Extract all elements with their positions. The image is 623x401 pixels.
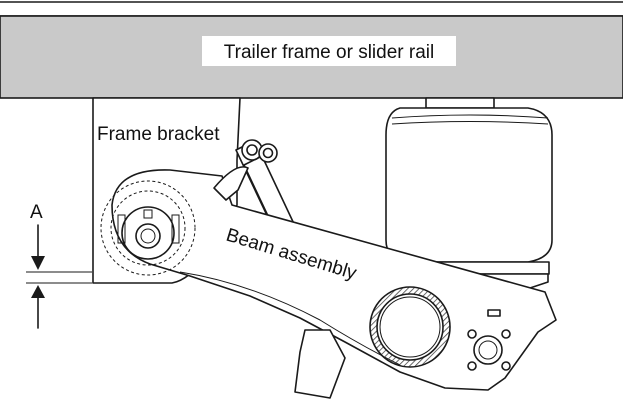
hub-bolt-pattern [467,309,511,371]
trailer-rail: Trailer frame or slider rail [0,1,623,99]
rail-label: Trailer frame or slider rail [224,42,434,63]
dimension-a: A [26,202,92,329]
axle [369,286,451,368]
pivot-bushing [100,180,196,276]
bracket-label: Frame bracket [97,124,220,145]
dimension-label: A [30,202,43,223]
